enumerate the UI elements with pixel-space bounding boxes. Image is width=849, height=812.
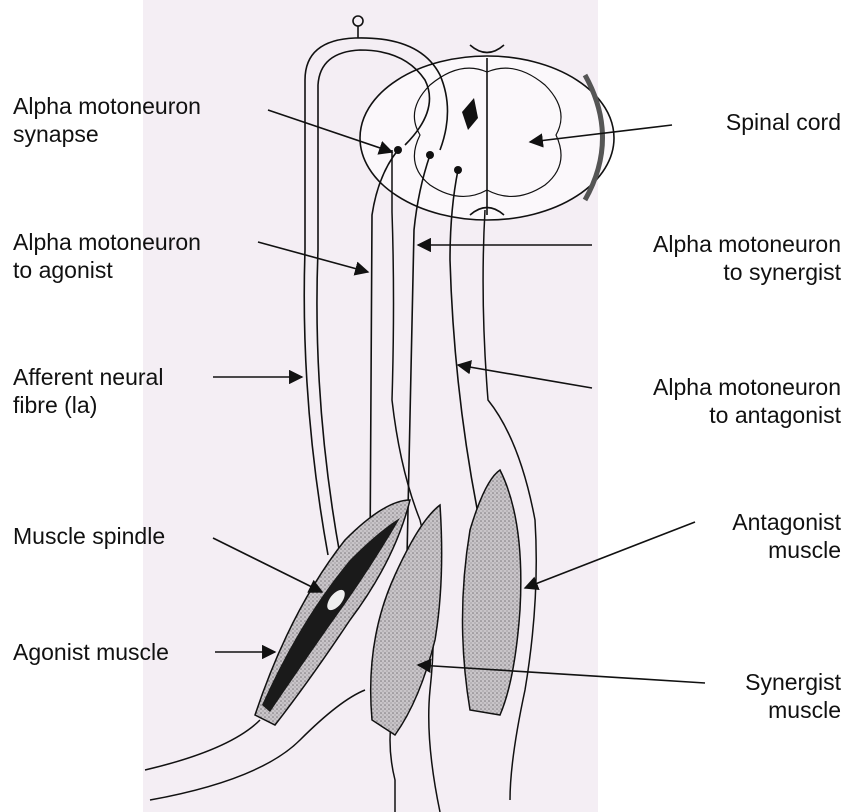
label-alpha-motoneuron-to-agonist: Alpha motoneuron to agonist (13, 228, 201, 284)
label-spinal-cord: Spinal cord (726, 108, 841, 136)
label-synergist-muscle: Synergist muscle (745, 668, 841, 724)
arrow-synergist-muscle (418, 665, 705, 683)
label-alpha-motoneuron-to-antagonist: Alpha motoneuron to antagonist (653, 373, 841, 429)
label-afferent-neural-fibre: Afferent neural fibre (la) (13, 363, 163, 419)
label-alpha-motoneuron-synapse: Alpha motoneuron synapse (13, 92, 201, 148)
label-alpha-motoneuron-to-synergist: Alpha motoneuron to synergist (653, 230, 841, 286)
arrow-antagonist-muscle (525, 522, 695, 588)
spinal-cord-section (360, 45, 614, 220)
label-agonist-muscle: Agonist muscle (13, 638, 169, 666)
label-antagonist-muscle: Antagonist muscle (732, 508, 841, 564)
antagonist-muscle-shape (463, 470, 521, 715)
label-muscle-spindle: Muscle spindle (13, 522, 165, 550)
arm-outline (145, 150, 536, 812)
arrow-alpha-agonist (258, 242, 368, 272)
arrow-muscle-spindle (213, 538, 322, 592)
arrow-alpha-antagonist (458, 365, 592, 388)
